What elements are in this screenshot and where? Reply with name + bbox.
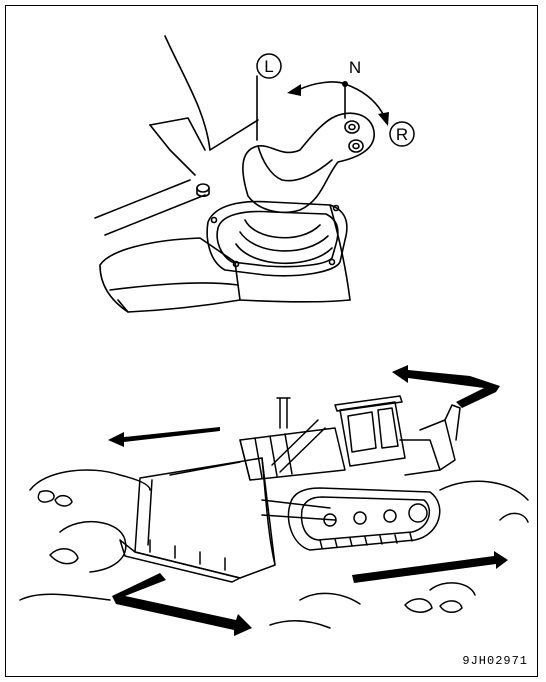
neutral-pivot-dot [342, 81, 348, 87]
neutral-label: N [349, 58, 361, 77]
arc-right-arrowhead [378, 112, 389, 126]
left-label: L [264, 57, 273, 76]
right-label: R [396, 125, 408, 144]
figure-code: 9JH02971 [462, 654, 528, 668]
arc-left-arrowhead [287, 84, 301, 96]
joystick-lever-icon [95, 36, 384, 312]
bulldozer-icon [20, 396, 528, 628]
